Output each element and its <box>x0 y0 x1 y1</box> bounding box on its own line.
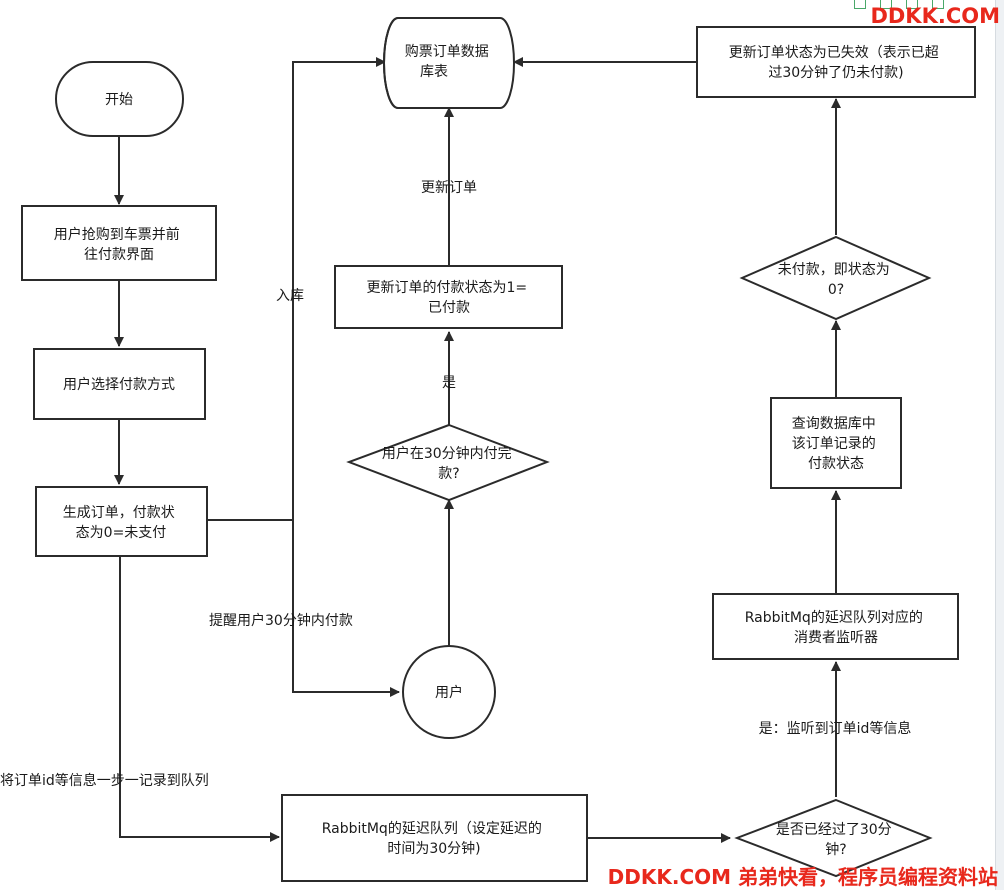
edge-remind-user <box>292 520 400 697</box>
edge-label-yes-paid: 是 <box>442 375 456 391</box>
page-scrollbar[interactable] <box>995 0 1004 890</box>
edge-record-queue <box>119 556 280 842</box>
choose-payment-node <box>33 348 206 420</box>
toolbar-icons <box>854 0 944 10</box>
timeout-decision-label: 是否已经过了30分 钟? <box>776 822 896 858</box>
watermark-bottom: DDKK.COM 弟弟快看，程序员编程资料站 <box>607 865 998 889</box>
paid-decision-label: 用户在30分钟内付完 款? <box>382 445 516 482</box>
choose-payment-label: 用户选择付款方式 <box>63 376 175 393</box>
query-status-label: 查询数据库中 该订单记录的 付款状态 <box>792 416 880 472</box>
edge-label-record-queue: 将订单id等信息一步一记录到队列 <box>0 772 209 789</box>
database-node <box>383 17 515 109</box>
database-label: 购票订单数据 库表 <box>405 44 493 80</box>
grab-ticket-label: 用户抢购到车票并前 往付款界面 <box>54 226 184 263</box>
toolbar-icon[interactable] <box>854 0 866 9</box>
grab-ticket-node <box>21 205 217 281</box>
toolbar-icon[interactable] <box>880 0 892 9</box>
edge-label-yes-listen: 是：监听到订单id等信息 <box>759 720 912 737</box>
listener-node <box>712 593 959 660</box>
set-expired-label: 更新订单状态为已失效（表示已超 过30分钟了仍未付款) <box>729 45 943 81</box>
edge-label-update-order: 更新订单 <box>421 180 477 196</box>
toolbar-icon[interactable] <box>906 0 918 9</box>
edge-label-remind: 提醒用户30分钟内付款 <box>209 612 353 629</box>
timeout-decision-node <box>734 798 933 878</box>
unpaid-decision-label: 未付款，即状态为 0? <box>778 262 894 298</box>
rabbit-queue-node <box>281 794 588 882</box>
create-order-label: 生成订单，付款状 态为0=未支付 <box>63 505 179 541</box>
set-expired-node <box>696 26 976 98</box>
set-paid-label: 更新订单的付款状态为1= 已付款 <box>366 280 531 316</box>
set-paid-node <box>334 265 563 329</box>
user-node <box>402 645 496 739</box>
query-status-node <box>770 397 902 489</box>
start-label: 开始 <box>105 92 133 108</box>
user-label: 用户 <box>435 684 463 701</box>
database-node-edge <box>383 17 399 109</box>
unpaid-decision-node <box>739 235 932 321</box>
rabbit-queue-label: RabbitMq的延迟队列（设定延迟的 时间为30分钟) <box>322 821 547 857</box>
listener-label: RabbitMq的延迟队列对应的 消费者监听器 <box>745 609 928 646</box>
start-node <box>55 61 184 137</box>
create-order-node <box>35 486 208 557</box>
paid-decision-node <box>346 423 550 502</box>
watermark-top: DDKK.COM <box>870 4 1000 28</box>
toolbar-icon[interactable] <box>932 0 944 9</box>
edge-store-to-db <box>207 57 386 521</box>
edge-label-store: 入库 <box>276 288 304 304</box>
